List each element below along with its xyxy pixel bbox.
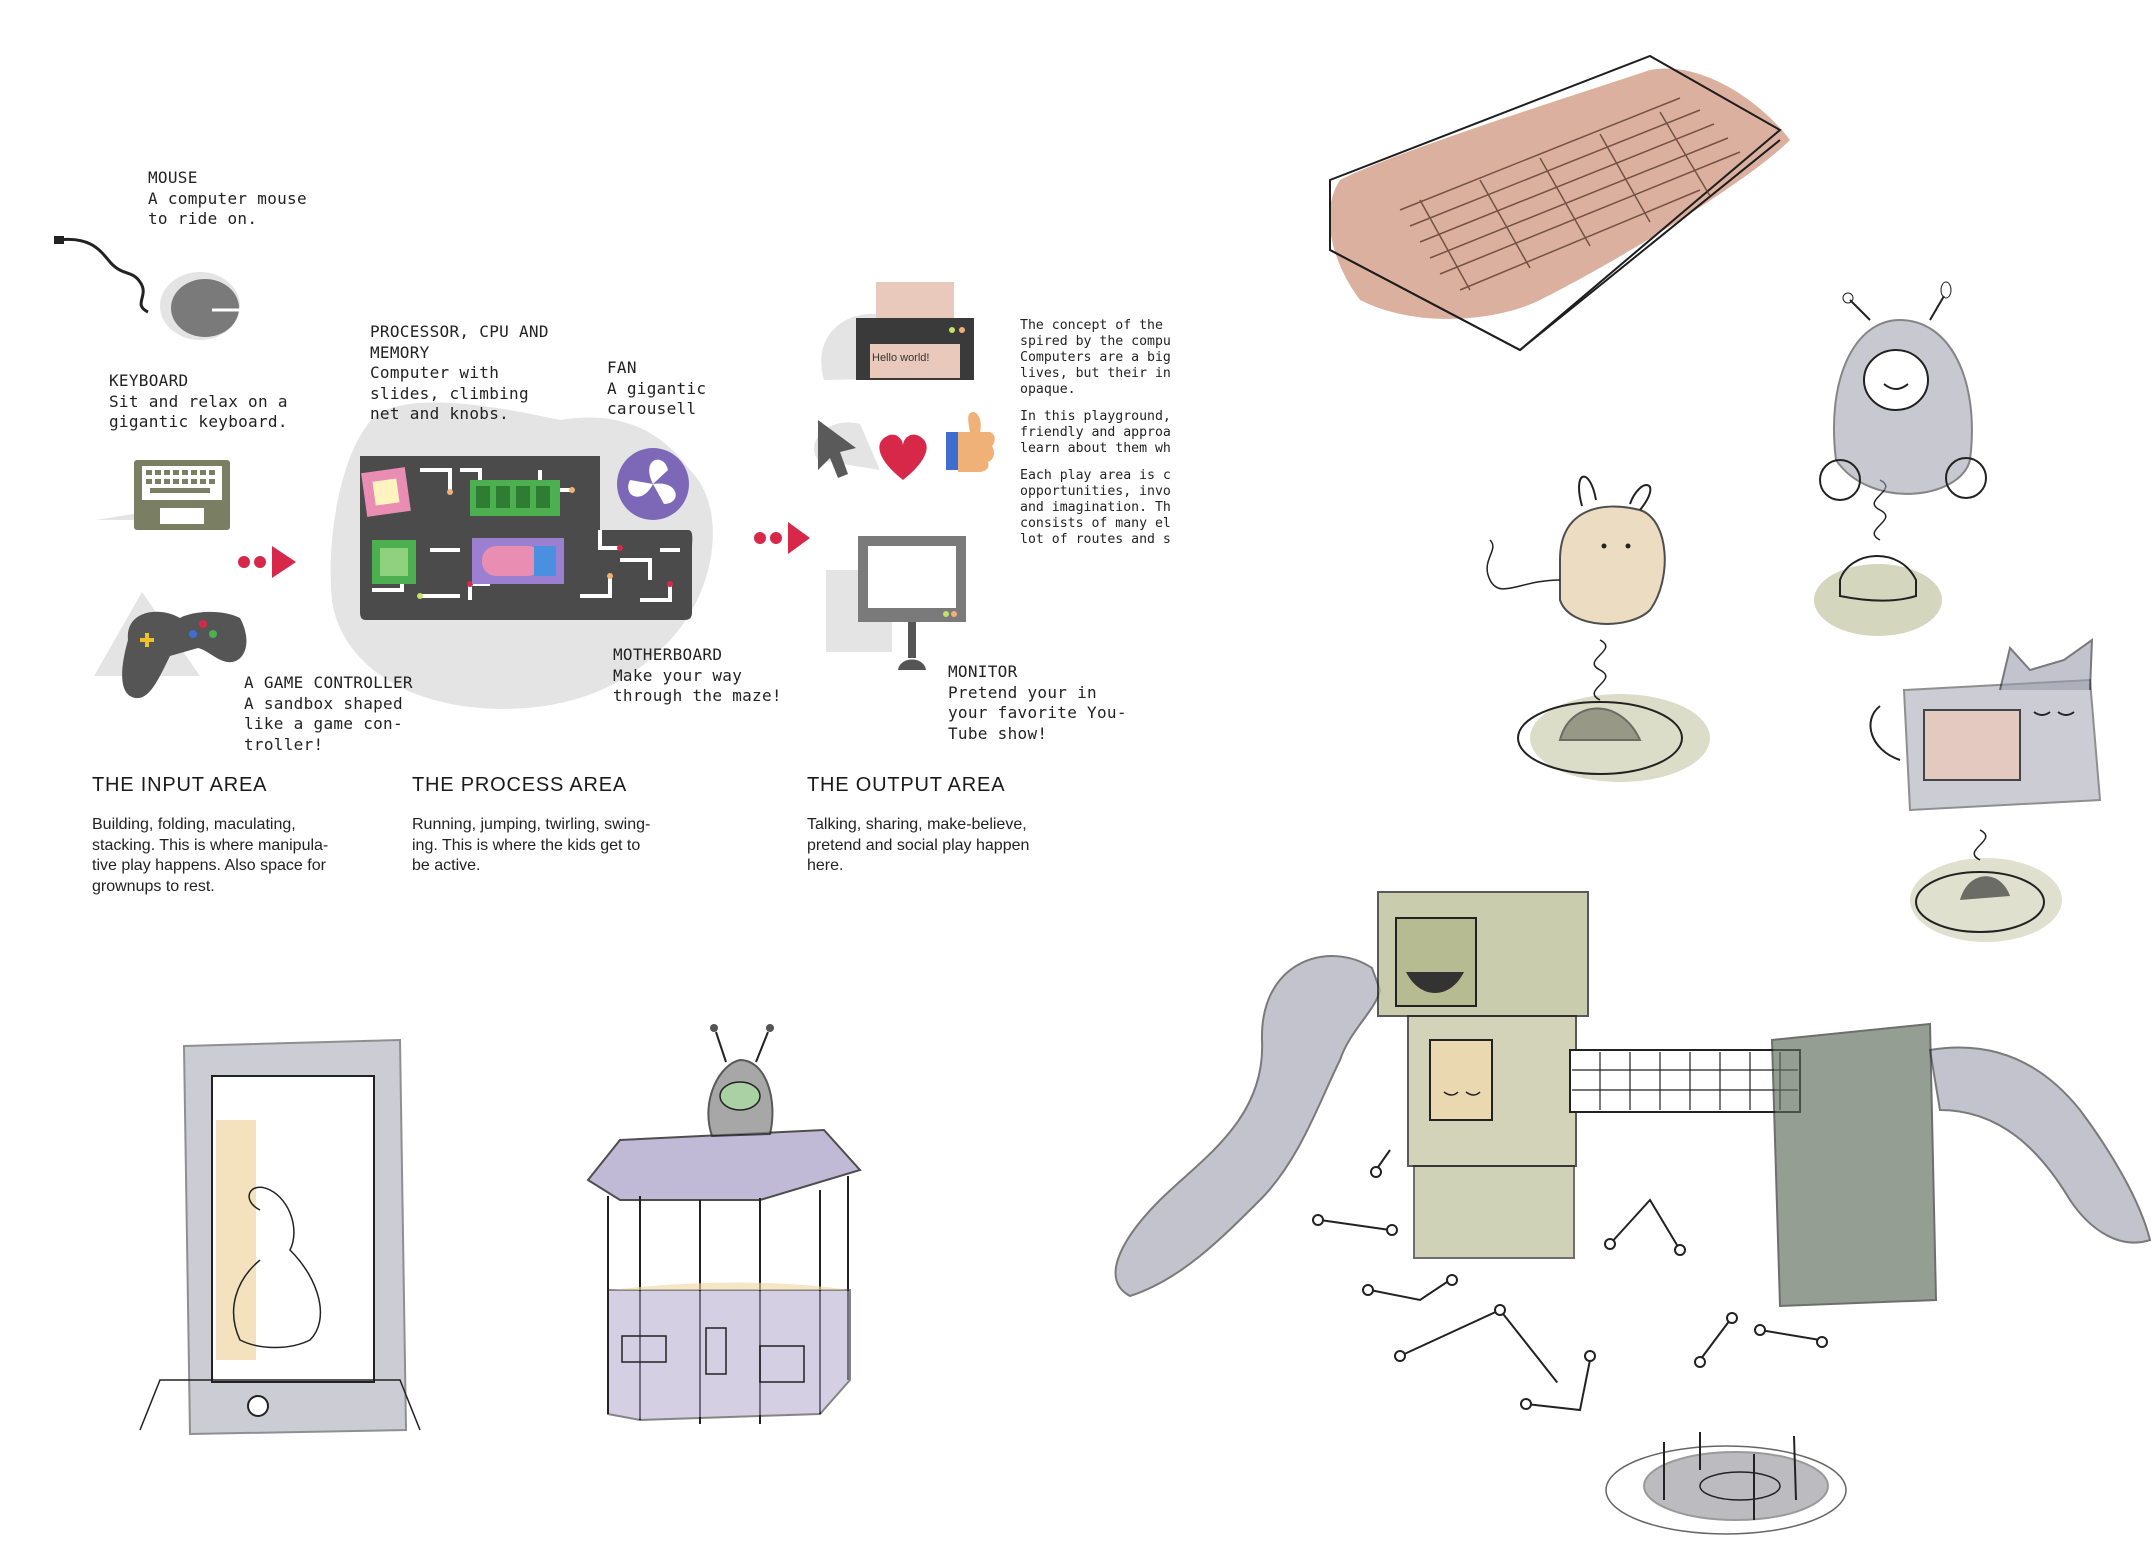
concept-line: friendly and approa [1020,425,1171,440]
bunny-character-sketch [1486,475,1710,782]
motherboard-label: MOTHERBOARD Make your way through the ma… [613,645,782,707]
robot-character-sketch [1814,281,1987,636]
spinner-sketch [1605,1432,1847,1535]
process-area-line: be active. [412,857,481,874]
heart-icon [879,434,927,480]
concept-line: lives, but their in [1020,366,1171,381]
processor-label: PROCESSOR, CPU AND MEMORY Computer with … [370,322,549,425]
processor-label-line: MEMORY [370,342,430,362]
keyboard-laptop-icon [96,460,230,530]
process-area-description: Running, jumping, twirling, swing- ing. … [412,815,650,877]
process-area-section: THE PROCESS AREA Running, jumping, twirl… [412,774,650,877]
concept-line: opportunities, invo [1020,484,1171,499]
motherboard-label-title: MOTHERBOARD [613,645,723,664]
concept-line: learn about them wh [1020,441,1171,456]
controller-label-line: A sandbox shaped [244,693,403,713]
output-area-section: THE OUTPUT AREA Talking, sharing, make-b… [807,774,1029,877]
concept-paragraph: Each play area is c opportunities, invo … [1020,468,1178,548]
concept-text: The concept of the spired by the compu C… [1020,318,1178,559]
concept-line: and imagination. Th [1020,500,1171,515]
fan-label-title: FAN [607,358,637,377]
controller-label-line: troller! [244,734,324,754]
keyboard-sketch [1329,54,1790,352]
mouse-label-line: A computer mouse [148,188,307,208]
processor-label-line: net and knobs. [370,404,510,423]
monitor-icon [826,536,966,670]
output-area-line: Talking, sharing, make-believe, [807,816,1027,833]
process-area-line: Running, jumping, twirling, swing- [412,816,651,833]
concept-paragraph: The concept of the spired by the compu C… [1020,318,1178,398]
concept-line: Computers are a big [1020,350,1171,365]
mouse-label: MOUSE A computer mouse to ride on. [148,168,307,230]
keyboard-label: KEYBOARD Sit and relax on a gigantic key… [109,371,288,433]
input-area-line: stacking. This is where manipula- [92,836,329,854]
keyboard-label-line: Sit and relax on a [109,391,288,411]
monitor-label-line: your favorite You- [948,703,1127,722]
process-area-line: ing. This is where the kids get to [412,836,641,854]
processor-label-line: slides, climbing [370,383,529,403]
cursor-icon [814,420,880,478]
controller-label-title: A GAME CONTROLLER [244,673,413,692]
output-area-title: THE OUTPUT AREA [807,774,1006,796]
arrow-dots-icon [238,546,296,578]
game-controller-icon [94,592,247,699]
output-area-line: here. [807,857,844,874]
concept-line: Each play area is c [1020,468,1171,483]
mouse-label-line: to ride on. [148,209,258,228]
mouse-label-title: MOUSE [148,168,198,187]
keyboard-label-title: KEYBOARD [109,371,189,390]
processor-label-line: Computer with [370,363,500,382]
printer-paper-text: Hello world! [872,352,930,364]
fan-label-line: A gigantic [607,378,707,398]
input-area-description: Building, folding, maculating, stacking.… [92,815,328,897]
output-area-line: pretend and social play happen [807,836,1030,854]
carousel-sketch [586,1024,862,1424]
concept-line: In this playground, [1020,409,1171,424]
output-area-description: Talking, sharing, make-believe, pretend … [807,815,1029,877]
processor-label-title: PROCESSOR, CPU AND [370,322,549,341]
motherboard-icon [360,456,693,620]
fan-label-line: carousell [607,399,697,418]
monitor-label-line: Tube show! [948,723,1048,743]
motherboard-label-line: Make your way [613,665,743,685]
cat-tv-character-sketch [1869,637,2102,942]
input-area-section: THE INPUT AREA Building, folding, macula… [92,774,328,897]
phone-sketch [139,1038,421,1436]
thumbs-up-icon [946,412,995,472]
controller-label: A GAME CONTROLLER A sandbox shaped like … [244,673,413,755]
process-area-title: THE PROCESS AREA [412,774,628,796]
monitor-label-title: MONITOR [948,662,1018,681]
input-area-title: THE INPUT AREA [92,774,268,796]
printer-icon [821,282,974,380]
monitor-label: MONITOR Pretend your in your favorite Yo… [948,662,1127,744]
concept-line: opaque. [1020,382,1076,397]
monitor-label-line: Pretend your in [948,682,1097,702]
playground-structure-sketch [1114,891,2152,1412]
input-area-line: tive play happens. Also space for [92,857,326,874]
fan-label: FAN A gigantic carousell [607,358,706,420]
input-area-line: grownups to rest. [92,877,215,895]
fan-icon [617,448,689,520]
motherboard-label-line: through the maze! [613,686,782,705]
concept-line: lot of routes and s [1020,532,1171,547]
concept-line: consists of many el [1020,516,1171,531]
concept-line: The concept of the [1020,318,1163,333]
input-area-line: Building, folding, maculating, [92,816,296,833]
arrow-dots-icon [754,522,810,554]
concept-paragraph: In this playground, friendly and approa … [1020,409,1178,457]
controller-label-line: like a game con- [244,714,403,733]
mouse-icon [54,236,240,340]
concept-line: spired by the compu [1020,334,1171,349]
keyboard-label-line: gigantic keyboard. [109,412,288,431]
